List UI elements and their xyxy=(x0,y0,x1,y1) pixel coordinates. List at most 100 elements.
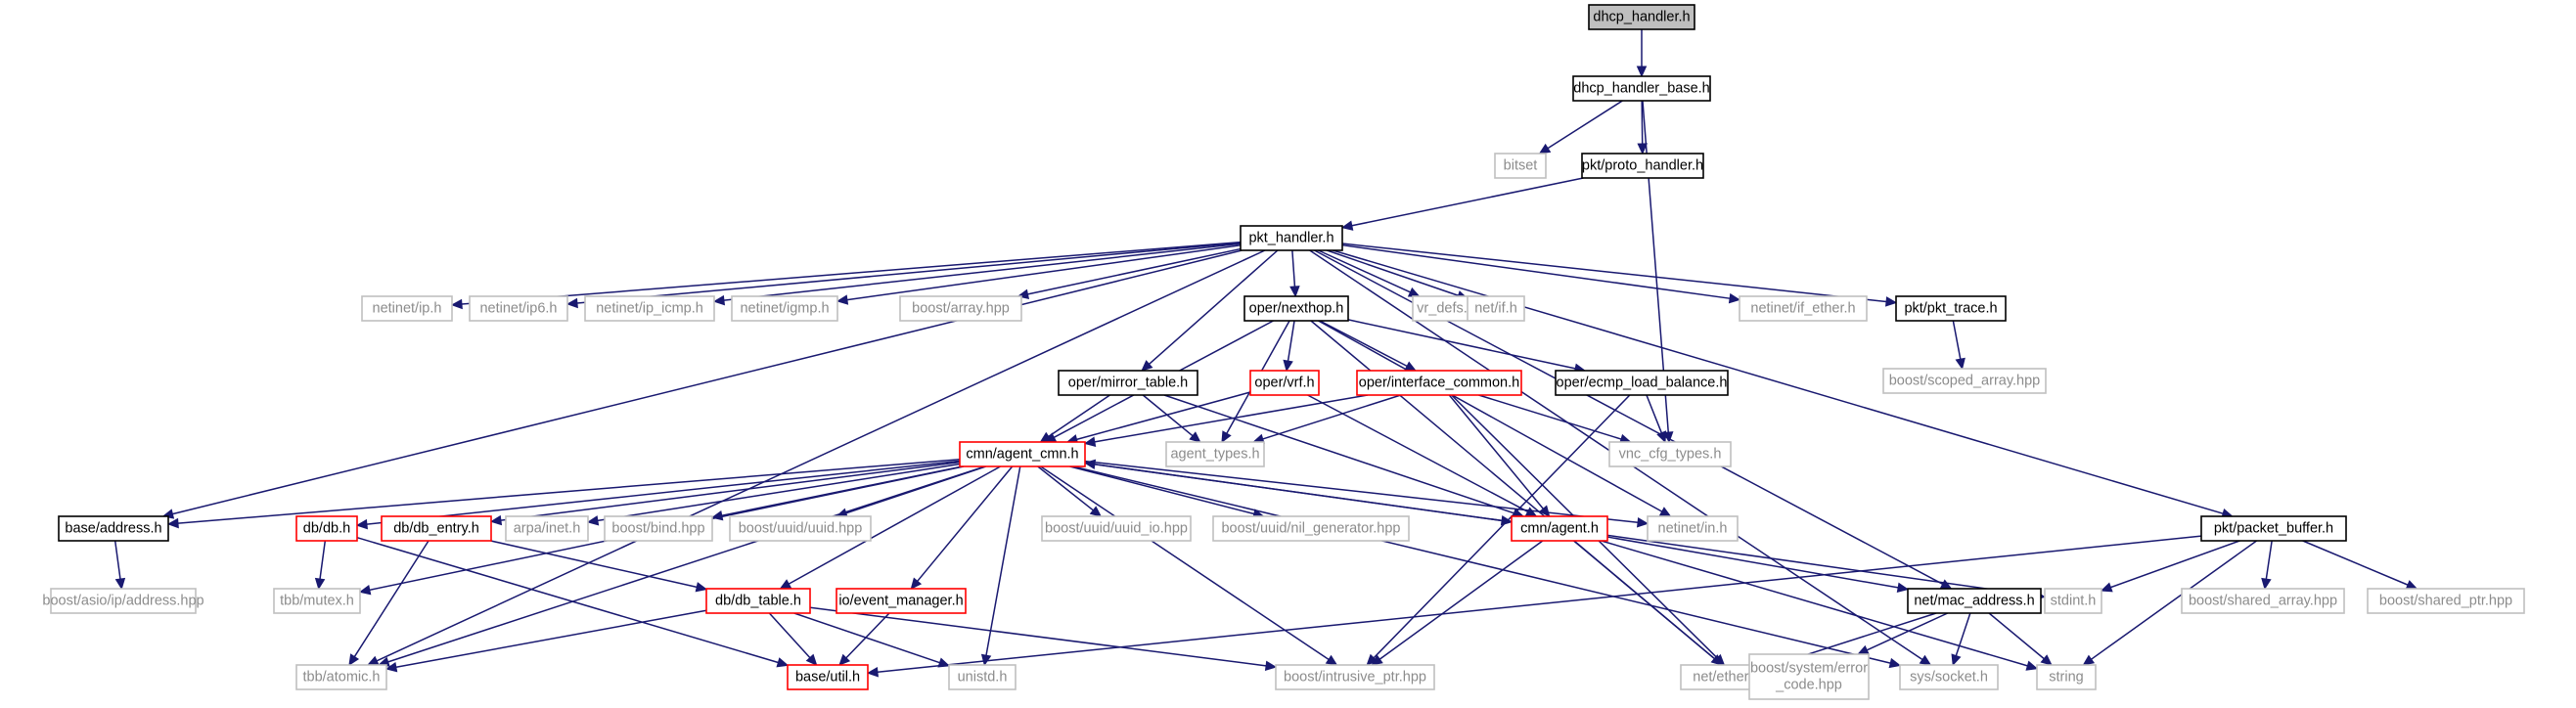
arrowhead-pkt_handler-to-sys_socket xyxy=(1919,654,1932,666)
node-label-oper_vrf: oper/vrf.h xyxy=(1254,376,1314,391)
node-netinet_igmp: netinet/igmp.h xyxy=(731,295,838,322)
arrowhead-dhcp_handler-to-dhcp_handler_base xyxy=(1636,66,1648,78)
node-label-tbb_mutex: tbb/mutex.h xyxy=(280,594,354,609)
arrowhead-cmn_agent_cmn-to-unistd xyxy=(980,653,992,667)
edge-dhcp_handler_base-to-proto_handler xyxy=(1641,100,1644,145)
arrowhead-dhcp_handler_base-to-bitset xyxy=(1538,143,1552,155)
node-box-oper_mirror_table xyxy=(1058,370,1198,396)
edge-pkt_handler-to-netinet_igmp xyxy=(846,243,1242,301)
node-db_db_table[interactable]: db/db_table.h xyxy=(705,588,811,614)
node-label-agent_types: agent_types.h xyxy=(1170,447,1259,463)
arrowhead-oper_ecmp_load_balance-to-vnc_cfg_types xyxy=(1656,430,1667,444)
node-oper_mirror_table[interactable]: oper/mirror_table.h xyxy=(1058,370,1198,396)
edge-db_db-to-tbb_mutex xyxy=(319,540,327,580)
edge-cmn_agent-to-boost_intrusive_ptr xyxy=(1378,540,1544,660)
arrowhead-cmn_agent-to-net_mac_address xyxy=(1896,582,1910,594)
edge-oper_nexthop-to-oper_vrf xyxy=(1287,320,1295,362)
node-box-boost_intrusive_ptr xyxy=(1275,664,1435,690)
node-vnc_cfg_types: vnc_cfg_types.h xyxy=(1608,441,1732,467)
edge-cmn_agent_cmn-to-base_address xyxy=(177,458,961,524)
node-db_db_entry[interactable]: db/db_entry.h xyxy=(381,515,492,542)
arrowhead-oper_nexthop-to-netinet_in xyxy=(1658,507,1672,517)
node-label-tbb_atomic: tbb/atomic.h xyxy=(303,670,381,686)
node-arpa_inet: arpa/inet.h xyxy=(505,515,589,542)
arrowhead-pkt_handler-to-oper_mirror_table xyxy=(1141,360,1153,372)
node-boost_scoped_array: boost/scoped_array.hpp xyxy=(1882,368,2047,394)
arrowhead-cmn_agent_cmn-to-netinet_in xyxy=(1636,516,1650,528)
edge-cmn_agent_cmn-to-arpa_inet xyxy=(597,463,961,522)
arrowhead-pkt_handler-to-netinet_if_ether xyxy=(1728,292,1741,304)
edge-dhcp_handler_base-to-bitset xyxy=(1547,100,1623,150)
node-oper_nexthop[interactable]: oper/nexthop.h xyxy=(1243,295,1349,322)
node-label-base_util: base/util.h xyxy=(795,670,860,686)
arrowhead-pkt_packet_buffer-to-boost_shared_array xyxy=(2261,577,2272,591)
node-boost_shared_array: boost/shared_array.hpp xyxy=(2181,588,2345,614)
arrowhead-pkt_handler-to-tbb_atomic xyxy=(366,655,380,666)
node-net_mac_address[interactable]: net/mac_address.h xyxy=(1907,588,2042,614)
arrowhead-pkt_handler-to-oper_nexthop xyxy=(1289,286,1300,298)
edge-oper_mirror_table-to-cmn_agent xyxy=(1163,394,1514,514)
node-cmn_agent_cmn[interactable]: cmn/agent_cmn.h xyxy=(959,441,1086,467)
node-base_address[interactable]: base/address.h xyxy=(58,515,169,542)
node-label-db_db_entry: db/db_entry.h xyxy=(393,521,479,537)
edge-cmn_agent_cmn-to-db_db_entry xyxy=(500,461,961,521)
node-sys_socket: sys/socket.h xyxy=(1899,664,1999,690)
node-oper_ecmp_load_balance[interactable]: oper/ecmp_load_balance.h xyxy=(1555,370,1729,396)
arrowhead-cmn_agent_cmn-to-db_db_table xyxy=(779,579,792,590)
node-box-string xyxy=(2036,664,2097,690)
node-box-boost_uuid_nil_generator xyxy=(1212,515,1410,542)
edge-base_address-to-boost_asio_address xyxy=(113,540,121,580)
node-dhcp_handler_base[interactable]: dhcp_handler_base.h xyxy=(1572,75,1711,102)
arrowhead-oper_interface_common-to-cmn_agent_cmn xyxy=(1083,436,1097,447)
arrowhead-oper_interface_common-to-cmn_agent xyxy=(1538,505,1551,517)
node-box-netinet_igmp xyxy=(731,295,838,322)
edge-cmn_agent-to-stdint xyxy=(1606,534,2036,597)
node-boost_intrusive_ptr: boost/intrusive_ptr.hpp xyxy=(1275,664,1435,690)
edge-pkt_trace-to-boost_scoped_array xyxy=(1952,320,1962,360)
node-proto_handler[interactable]: pkt/proto_handler.h xyxy=(1581,153,1704,179)
node-box-dhcp_handler xyxy=(1588,4,1695,30)
node-dhcp_handler[interactable]: dhcp_handler.h xyxy=(1588,4,1695,30)
edge-pkt_handler-to-base_address xyxy=(172,249,1243,515)
edge-pkt_handler-to-vr_defs xyxy=(1318,249,1411,293)
edge-cmn_agent-to-string xyxy=(1601,540,2028,667)
node-label-netinet_ip_icmp: netinet/ip_icmp.h xyxy=(596,301,703,317)
node-label-netinet_ip6: netinet/ip6.h xyxy=(479,301,557,317)
node-oper_interface_common[interactable]: oper/interface_common.h xyxy=(1356,370,1522,396)
arrowhead-cmn_agent_cmn-to-db_db xyxy=(355,518,369,530)
arrowhead-oper_mirror_table-to-cmn_agent_cmn xyxy=(1039,431,1053,443)
node-io_event_manager[interactable]: io/event_manager.h xyxy=(836,588,967,614)
edge-cmn_agent_cmn-to-boost_intrusive_ptr xyxy=(1040,465,1330,661)
node-pkt_handler[interactable]: pkt_handler.h xyxy=(1240,225,1343,251)
node-box-boost_uuid_uuid_io xyxy=(1041,515,1192,542)
node-pkt_trace[interactable]: pkt/pkt_trace.h xyxy=(1895,295,2007,322)
node-box-db_db_table xyxy=(705,588,811,614)
edge-cmn_agent_cmn-to-sys_socket xyxy=(1072,465,1891,664)
edge-net_mac_address-to-sys_socket xyxy=(1955,612,1971,656)
node-cmn_agent[interactable]: cmn/agent.h xyxy=(1511,515,1608,542)
edge-cmn_agent_cmn-to-netinet_in xyxy=(1084,460,1639,524)
arrowhead-oper_nexthop-to-oper_vrf xyxy=(1283,359,1293,373)
arrowhead-dhcp_handler_base-to-proto_handler xyxy=(1637,143,1648,155)
node-label-net_if: net/if.h xyxy=(1474,301,1517,317)
node-pkt_packet_buffer[interactable]: pkt/packet_buffer.h xyxy=(2200,515,2347,542)
edge-io_event_manager-to-base_util xyxy=(845,612,890,659)
node-oper_vrf[interactable]: oper/vrf.h xyxy=(1249,370,1320,396)
node-boost_uuid_nil_generator: boost/uuid/nil_generator.hpp xyxy=(1212,515,1410,542)
edge-oper_nexthop-to-oper_ecmp_load_balance xyxy=(1347,319,1576,370)
edge-oper_interface_common-to-cmn_agent_cmn xyxy=(1094,394,1369,443)
arrowhead-db_db_table-to-tbb_atomic xyxy=(384,661,398,673)
node-base_util[interactable]: base/util.h xyxy=(787,664,869,690)
node-box-boost_uuid_uuid xyxy=(729,515,872,542)
edge-db_db_table-to-boost_intrusive_ptr xyxy=(809,606,1267,667)
node-box-oper_nexthop xyxy=(1243,295,1349,322)
node-stdint: stdint.h xyxy=(2044,588,2102,614)
edge-oper_ecmp_load_balance-to-boost_intrusive_ptr xyxy=(1373,394,1631,659)
node-box-tbb_mutex xyxy=(273,588,361,614)
node-box-netinet_ip6 xyxy=(469,295,568,322)
node-label-arpa_inet: arpa/inet.h xyxy=(514,521,581,537)
node-tbb_atomic: tbb/atomic.h xyxy=(295,664,387,690)
edge-oper_vrf-to-cmn_agent_cmn xyxy=(1076,391,1251,441)
node-db_db[interactable]: db/db.h xyxy=(295,515,358,542)
node-box-boost_shared_array xyxy=(2181,588,2345,614)
